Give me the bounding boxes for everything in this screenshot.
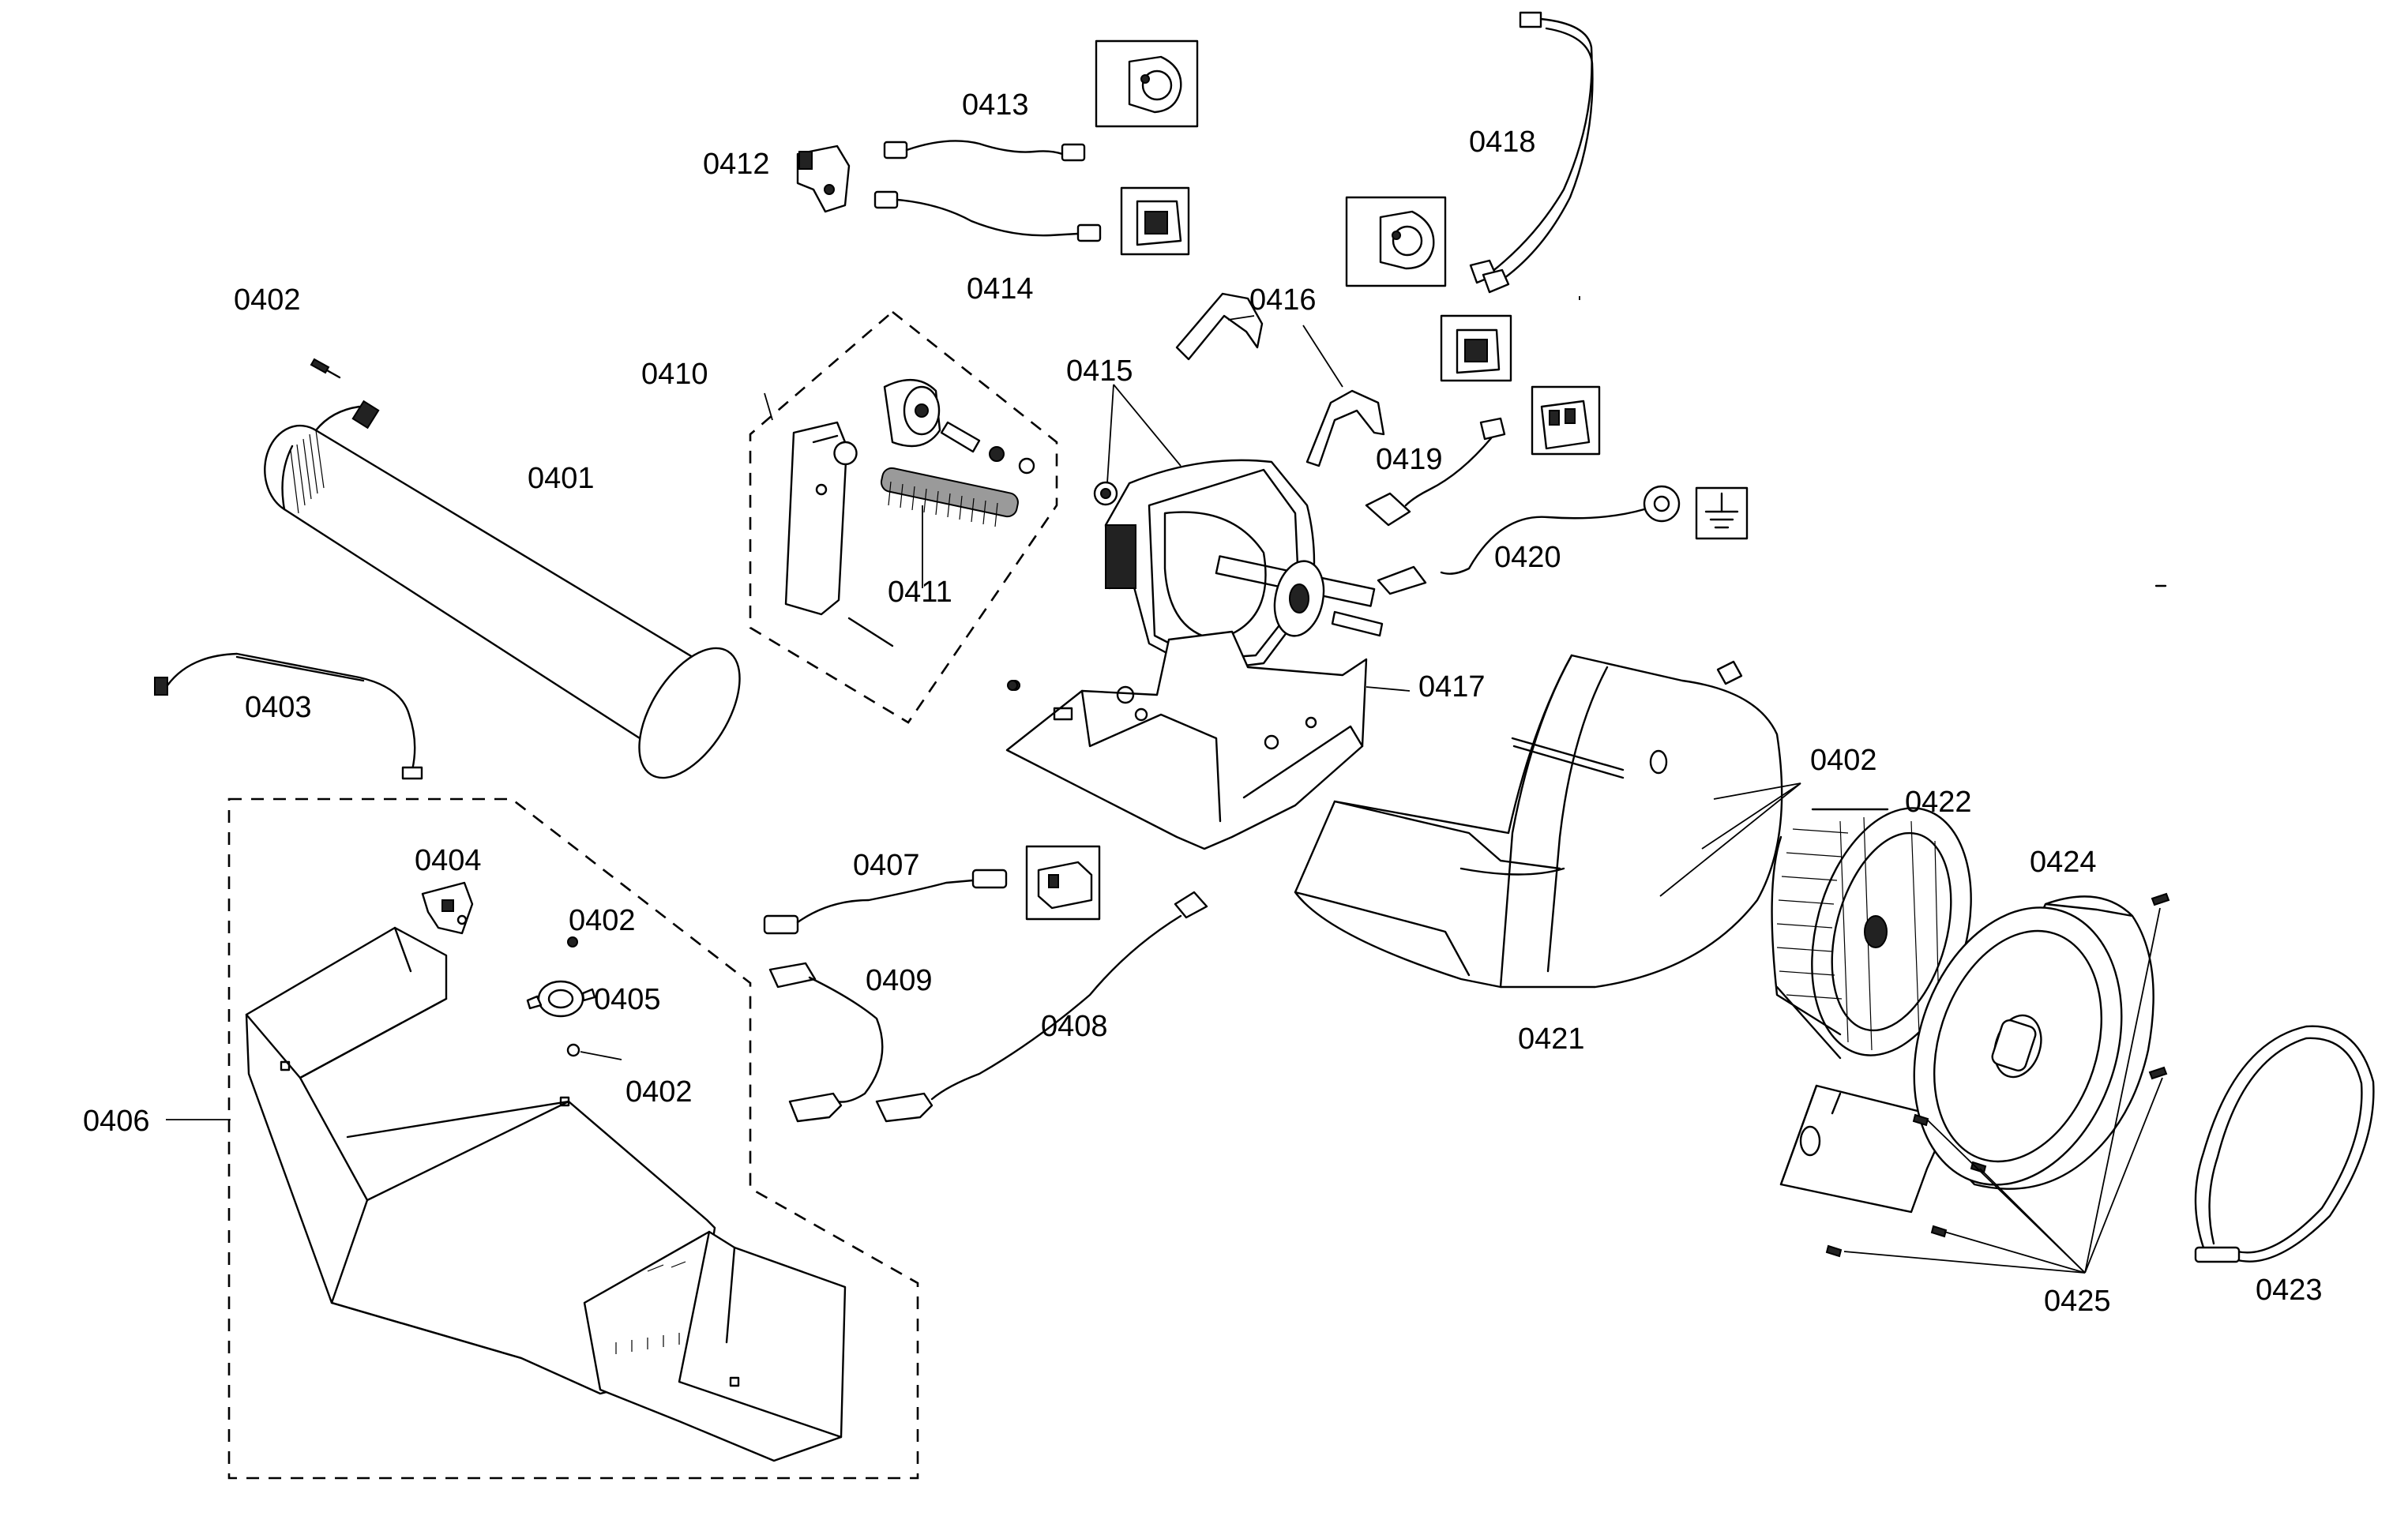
group-outline-0406 [227, 797, 919, 1480]
label-0414: 0414 [967, 272, 1034, 306]
wire-0420 [1377, 485, 1681, 595]
wire-0408 [875, 891, 1208, 1123]
terminal-block-icon [1531, 385, 1601, 456]
wire-0414 [873, 190, 1102, 242]
wire-0413 [883, 140, 1086, 162]
thermostat-icon [1095, 39, 1199, 128]
label-0404: 0404 [415, 844, 482, 877]
label-0415: 0415 [1066, 355, 1133, 388]
screw-0402-a [310, 358, 341, 379]
thermostat-0404 [421, 881, 474, 935]
screws-0425 [1825, 892, 2170, 1258]
label-0401: 0401 [528, 462, 595, 495]
clips-0416 [1175, 292, 1385, 467]
group-outline-0410 [749, 310, 1058, 724]
label-0402-c: 0402 [625, 1075, 693, 1109]
leader-lines [166, 296, 2163, 1274]
label-0408: 0408 [1041, 1010, 1108, 1043]
wire-0419 [1365, 417, 1506, 527]
blower-cover-0424 [1779, 895, 2154, 1214]
wire-0407 [763, 869, 1008, 935]
connector-plug-icon-2 [1440, 314, 1512, 382]
label-0423: 0423 [2256, 1274, 2323, 1307]
seal-ring-0423 [2194, 1025, 2375, 1263]
heater-duct-0406 [245, 926, 847, 1462]
screw-0402-b [567, 936, 578, 948]
idler-assembly-0410 [784, 378, 1035, 647]
wire-0409 [768, 962, 884, 1123]
thermostat-icon-2 [1345, 196, 1447, 287]
wire-harness-0403 [154, 652, 423, 780]
label-0407: 0407 [853, 849, 920, 882]
label-0410: 0410 [641, 358, 708, 391]
label-0411: 0411 [888, 576, 952, 609]
screw-0402-c [566, 1043, 580, 1057]
motor-0415 [1093, 459, 1384, 673]
label-0402-d: 0402 [1810, 744, 1877, 777]
label-0422: 0422 [1905, 786, 1972, 819]
drum-duct-0401 [264, 400, 741, 779]
label-0416: 0416 [1249, 283, 1317, 317]
label-0419: 0419 [1376, 443, 1443, 476]
label-0424: 0424 [2030, 846, 2097, 879]
bracket-0417 [1005, 630, 1368, 850]
label-0409: 0409 [866, 964, 933, 997]
label-0413: 0413 [962, 88, 1029, 122]
label-0420: 0420 [1494, 541, 1561, 574]
label-0418: 0418 [1469, 126, 1536, 159]
connector-plug-icon [1120, 186, 1190, 256]
blower-wheel-0422 [1771, 807, 1972, 1060]
label-0412: 0412 [703, 148, 770, 181]
ground-symbol-icon [1695, 486, 1749, 540]
label-0403: 0403 [245, 691, 312, 724]
label-0405: 0405 [594, 983, 661, 1016]
label-0402-a: 0402 [234, 283, 301, 317]
relay-icon-0407 [1025, 845, 1101, 921]
label-0425: 0425 [2044, 1285, 2111, 1318]
label-0417: 0417 [1418, 670, 1486, 704]
wire-0418 [1469, 11, 1594, 294]
blower-housing-0421 [1294, 654, 1783, 989]
label-0406: 0406 [83, 1105, 150, 1138]
thermostat-0405 [526, 980, 596, 1018]
switch-0412 [796, 144, 851, 213]
label-0421: 0421 [1518, 1023, 1585, 1056]
label-0402-b: 0402 [569, 904, 636, 937]
